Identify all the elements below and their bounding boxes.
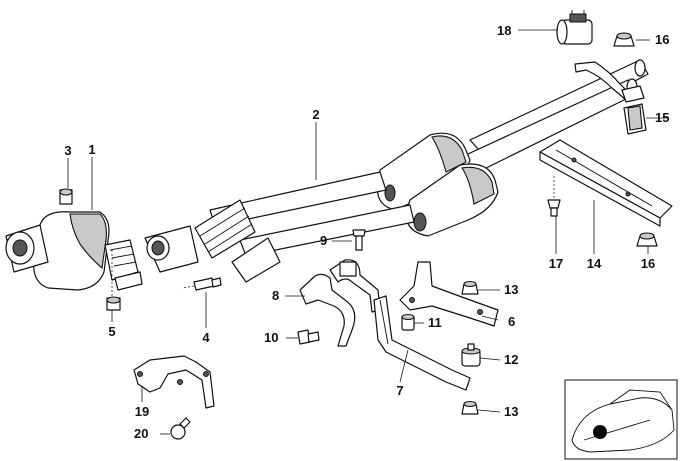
bolt-part-20	[170, 417, 191, 440]
callout-5: 5	[108, 324, 115, 339]
rubber-mount-part-16-top	[613, 32, 635, 47]
callout-8: 8	[272, 288, 279, 303]
sleeve-part-11	[401, 313, 415, 331]
callout-19: 19	[135, 404, 149, 419]
car-locator-inset	[564, 379, 678, 460]
bolt-part-4	[181, 277, 222, 291]
callout-1: 1	[88, 142, 95, 157]
rubber-mount-part-12	[461, 343, 481, 367]
callout-16-bottom: 16	[641, 256, 655, 271]
callout-3: 3	[64, 143, 71, 158]
nut-part-5	[106, 296, 121, 311]
callout-14: 14	[587, 256, 602, 271]
clamp-part-18	[556, 10, 593, 45]
bracket-part-19	[133, 355, 215, 409]
callout-2: 2	[312, 107, 319, 122]
bracket-part-7	[373, 295, 471, 391]
callout-12: 12	[504, 352, 518, 367]
bolt-part-10	[297, 329, 320, 345]
callout-6: 6	[508, 314, 515, 329]
callout-17: 17	[549, 256, 563, 271]
nut-part-13-lower	[461, 400, 479, 415]
bolt-part-17	[547, 176, 561, 217]
callout-20: 20	[134, 426, 148, 441]
callout-4: 4	[202, 330, 210, 345]
nut-part-13-upper	[461, 280, 479, 295]
support-bracket-part-14	[539, 139, 673, 227]
rubber-mount-part-16-bottom	[636, 232, 658, 247]
front-catalytic-converter	[5, 211, 143, 296]
leader-lines	[67, 29, 667, 435]
front-pipe-assembly	[144, 59, 649, 283]
callout-7: 7	[396, 383, 403, 398]
pipe-hanger	[574, 61, 645, 103]
callout-15: 15	[655, 110, 669, 125]
nut-part-3	[59, 188, 73, 205]
callout-11: 11	[428, 315, 442, 330]
bracket-part-6	[399, 261, 499, 327]
callout-9: 9	[320, 233, 327, 248]
bolt-part-9	[352, 229, 366, 251]
callout-labels: 1 2 3 4 5 6 7 8 9 10 11 12 13 13 14 15 1…	[64, 23, 669, 441]
callout-16-top: 16	[655, 32, 669, 47]
callout-10: 10	[264, 330, 278, 345]
callout-13-upper: 13	[504, 282, 518, 297]
callout-13-lower: 13	[504, 404, 518, 419]
rubber-mount-part-15	[623, 103, 647, 135]
callout-18: 18	[497, 23, 511, 38]
